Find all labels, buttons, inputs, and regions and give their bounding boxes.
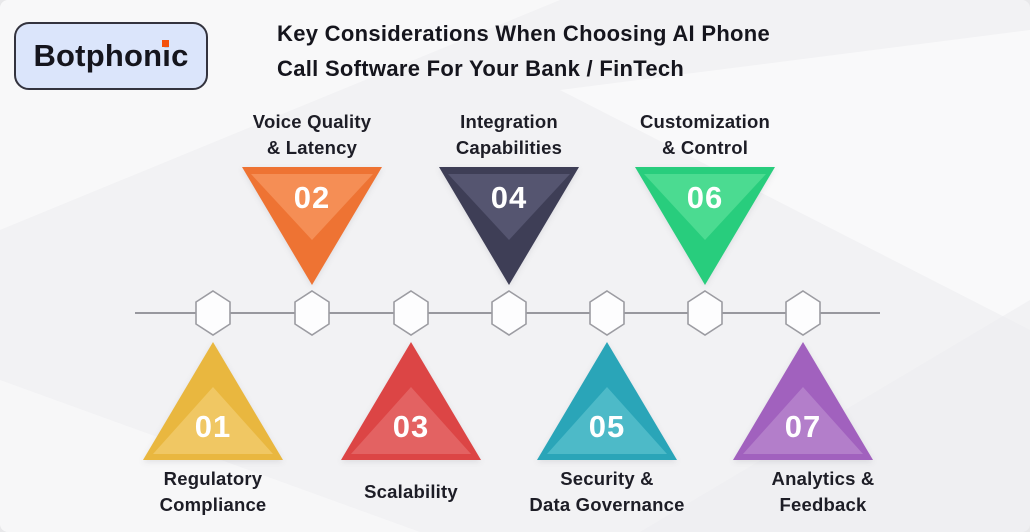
triangle-up-icon: 05 <box>537 342 677 460</box>
item-label-line2: Compliance <box>159 494 267 515</box>
item-label: Scalability <box>311 466 511 518</box>
triangle-inner-shape <box>351 387 471 454</box>
triangle-up-icon: 01 <box>143 342 283 460</box>
item-label-line1: Voice Quality <box>252 111 372 132</box>
item-number: 01 <box>195 409 231 444</box>
item-analytics-feedback: 07 Analytics & Feedback <box>733 342 874 518</box>
triangle-down-icon: 06 <box>635 167 775 285</box>
item-label: Customization & Control <box>605 109 805 161</box>
hexagon-shape <box>294 290 330 336</box>
item-label: Voice Quality & Latency <box>212 109 412 161</box>
hexagon-shape <box>393 290 429 336</box>
item-number: 06 <box>687 180 723 215</box>
item-label-line1: Analytics & <box>771 468 875 489</box>
hexagon-shape <box>687 290 723 336</box>
page-title-line2: Call Software For Your Bank / FinTech <box>277 56 685 81</box>
logo-i-char: i <box>162 38 172 73</box>
timeline-hexagon <box>589 290 625 336</box>
logo-letter-i: i <box>162 38 171 74</box>
timeline-hexagon <box>294 290 330 336</box>
item-label-line1: Regulatory <box>163 468 263 489</box>
logo-i-dot <box>162 40 170 47</box>
triangle-inner-shape <box>644 174 766 240</box>
item-label-line2: & Control <box>661 137 749 158</box>
triangle-inner-shape <box>448 174 570 240</box>
item-label-line2: & Latency <box>266 137 358 158</box>
item-label-line2: Data Governance <box>529 494 685 515</box>
item-label-line1: Customization <box>639 111 771 132</box>
timeline-hexagon <box>195 290 231 336</box>
item-number: 07 <box>785 409 821 444</box>
timeline-hexagon <box>393 290 429 336</box>
item-label: Security & Data Governance <box>507 466 707 518</box>
triangle-down-icon: 02 <box>242 167 382 285</box>
item-label: Regulatory Compliance <box>113 466 313 518</box>
timeline-hexagon <box>687 290 723 336</box>
triangle-up-icon: 07 <box>733 342 873 460</box>
item-label: Integration Capabilities <box>409 109 609 161</box>
hexagon-shape <box>195 290 231 336</box>
item-number: 04 <box>491 180 527 215</box>
page-title: Key Considerations When Choosing AI Phon… <box>277 16 917 86</box>
item-label-line2: Capabilities <box>455 137 563 158</box>
logo-text-before: Botphon <box>33 38 163 73</box>
item-number: 03 <box>393 409 429 444</box>
triangle-up-icon: 03 <box>341 342 481 460</box>
item-security-data-governance: 05 Security & Data Governance <box>529 342 684 518</box>
item-label-line1: Integration <box>460 111 558 132</box>
item-label-line1: Scalability <box>364 481 458 502</box>
timeline-hexagon <box>785 290 821 336</box>
item-voice-quality-latency: Voice Quality & Latency 02 <box>242 109 382 285</box>
logo-text-after: c <box>171 38 189 73</box>
hexagon-shape <box>491 290 527 336</box>
page-title-line1: Key Considerations When Choosing AI Phon… <box>277 21 771 46</box>
triangle-inner-shape <box>547 387 667 454</box>
item-number: 02 <box>294 180 330 215</box>
triangle-inner-shape <box>153 387 273 454</box>
item-label-line1: Security & <box>560 468 654 489</box>
item-label-line2: Feedback <box>779 494 867 515</box>
timeline-hexagon <box>491 290 527 336</box>
item-number: 05 <box>589 409 625 444</box>
item-label: Analytics & Feedback <box>723 466 923 518</box>
triangle-down-icon: 04 <box>439 167 579 285</box>
item-scalability: 03 Scalability <box>341 342 481 518</box>
triangle-inner-shape <box>743 387 863 454</box>
triangle-inner-shape <box>251 174 373 240</box>
hexagon-shape <box>589 290 625 336</box>
item-customization-control: Customization & Control 06 <box>635 109 775 285</box>
hexagon-shape <box>785 290 821 336</box>
item-regulatory-compliance: 01 Regulatory Compliance <box>143 342 283 518</box>
item-integration-capabilities: Integration Capabilities 04 <box>439 109 579 285</box>
